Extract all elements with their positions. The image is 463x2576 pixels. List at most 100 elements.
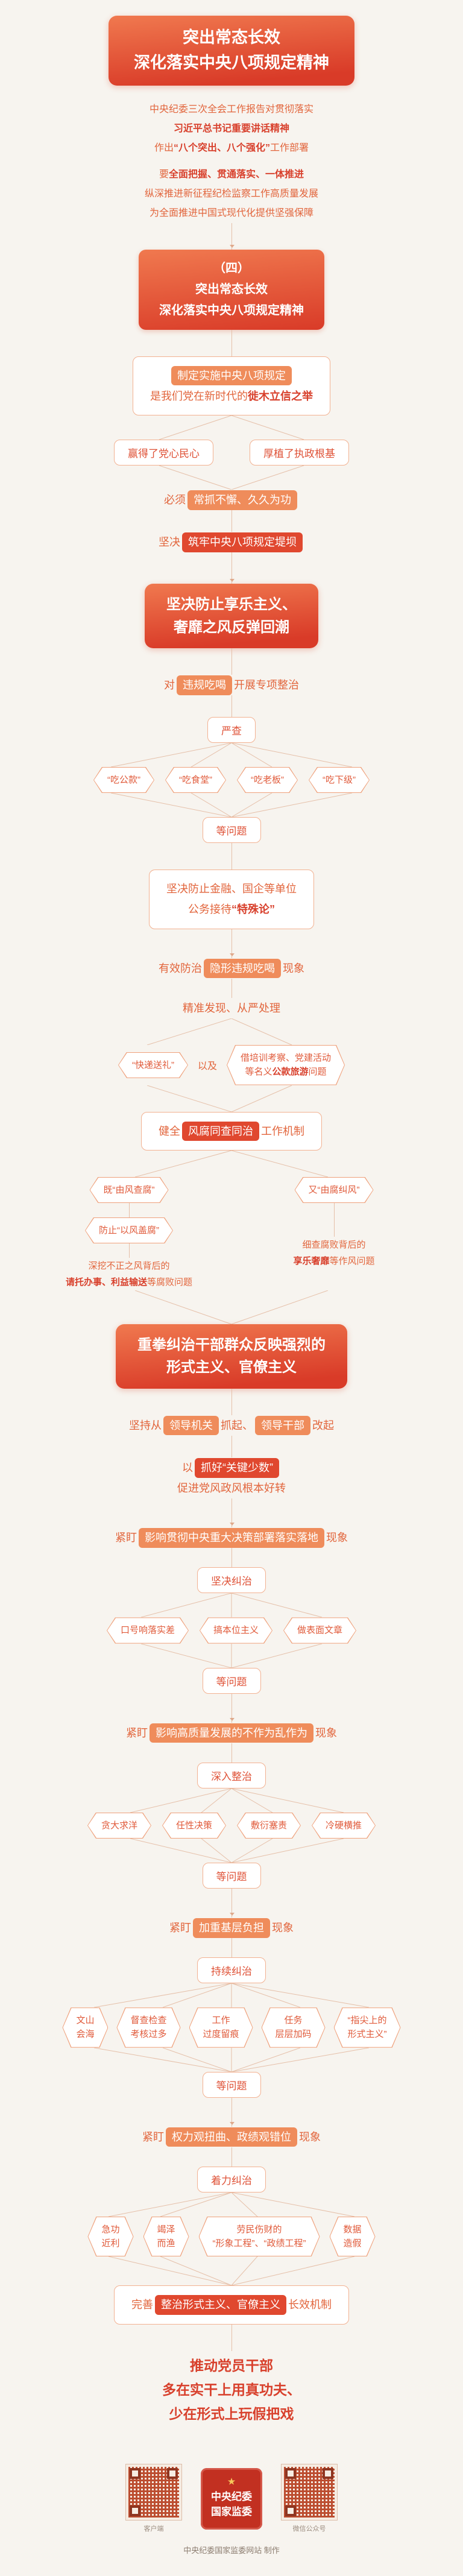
page-title-banner: 突出常态长效 深化落实中央八项规定精神 — [109, 16, 354, 86]
lead-organs-line: 坚持从领导机关抓起、领导干部改起 — [129, 1415, 334, 1436]
qr-code-wechat — [281, 2464, 338, 2521]
highlight-chip: 筑牢中央八项规定堤坝 — [182, 532, 303, 553]
branch-connector — [134, 1290, 329, 1325]
highlight-chip: 风腐同查同治 — [182, 1121, 259, 1141]
etc-problems-box: 等问题 — [202, 817, 261, 844]
line-text: 对 — [164, 678, 175, 691]
section-four-badge: （四） 突出常态长效 深化落实中央八项规定精神 — [139, 249, 324, 330]
hexagon-text: 既“由风查腐” — [90, 1178, 168, 1202]
connector-line — [128, 1202, 130, 1217]
badge-line-2: 深化落实中央八项规定精神 — [159, 303, 304, 317]
line-text: 坚决 — [159, 536, 180, 549]
box-text: 是我们党在新时代的 — [150, 390, 248, 402]
branch-connector — [140, 1643, 323, 1668]
star-icon: ★ — [227, 2477, 236, 2487]
etc-problems-box: 等问题 — [202, 1863, 261, 1889]
hexagon-text: 冷硬横推 — [312, 1813, 375, 1838]
qr-left-label: 客户端 — [143, 2525, 164, 2533]
box-text: 深入整治 — [211, 1770, 252, 1782]
line-text: 现象 — [283, 962, 304, 974]
watch4-line: 紧盯权力观扭曲、政绩观错位现象 — [142, 2127, 321, 2147]
intro-text: 工作部署 — [270, 142, 309, 153]
problem-hexagon: 任务层层加码 — [262, 2007, 326, 2048]
hexagon-text: “吃老板” — [238, 768, 297, 792]
box-text: 坚决纠治 — [211, 1576, 252, 1588]
precise-handling-line: 精准发现、从严处理 — [183, 998, 280, 1018]
badge-number: （四） — [213, 261, 250, 275]
hexagon-text: 贪大求洋 — [88, 1813, 151, 1838]
action1-box: 坚决纠治 — [197, 1567, 266, 1594]
intro-paragraph-2: 要全面把握、贯通落实、一体推进 纵深推进新征程纪检监察工作高质量发展 为全面推进… — [145, 165, 318, 223]
part1-banner: 坚决防止享乐主义、 奢靡之风反弹回潮 — [145, 584, 318, 648]
group2-row: 贪大求洋 任性决策 敷衍塞责 冷硬横推 — [87, 1813, 376, 1839]
action2-box: 深入整治 — [197, 1762, 266, 1788]
branch-left-text: 深挖不正之风背后的 请托办事、利益输送等腐败问题 — [65, 1261, 193, 1288]
branch-connector — [93, 2047, 370, 2072]
box-text: 等问题 — [216, 1676, 247, 1688]
box-text: 健全 — [159, 1125, 180, 1137]
branch-connector — [130, 1839, 344, 1863]
conclusion-text: 推动党员干部 多在实干上用真功夫、 少在形式上玩假把戏 — [162, 2357, 301, 2422]
wind-corruption-branches: 既“由风查腐” 防止“以风盖腐” 深挖不正之风背后的 请托办事、利益输送等腐败问… — [33, 1177, 430, 1291]
hexagon-text: 任性决策 — [163, 1813, 225, 1838]
box-text: 等问题 — [216, 826, 247, 838]
action4-box: 着力纠治 — [197, 2166, 266, 2192]
problem-hexagon: 劳民伤财的“形象工程”、“政绩工程” — [199, 2217, 320, 2257]
branch-right: 又“由腐纠风” 细查腐败背后的 享乐奢靡等作风问题 — [238, 1177, 430, 1269]
hexagon-text: 竭泽而渔 — [144, 2217, 189, 2256]
problem-hexagon: 借培训考察、党建活动 等名义公款旅游问题 — [227, 1045, 345, 1085]
problem-hexagon: 任性决策 — [162, 1813, 226, 1839]
watch3-line: 紧盯加重基层负担现象 — [169, 1918, 294, 1938]
line-text: 有效防治 — [159, 962, 202, 974]
problem-hexagon: 防止“以风盖腐” — [85, 1217, 173, 1243]
watch2-line: 紧盯影响高质量发展的不作为乱作为现象 — [126, 1723, 337, 1743]
hexagon-text: 任务层层加码 — [262, 2008, 325, 2047]
box-text: 严查 — [221, 725, 242, 737]
highlight-chip: 隐形违规吃喝 — [204, 958, 281, 979]
highlight-chip: 加重基层负担 — [193, 1918, 270, 1938]
problem-hexagon: 既“由风查腐” — [90, 1177, 169, 1203]
hexagon-text: 搞本位主义 — [200, 1618, 272, 1643]
branch-connector — [146, 1085, 292, 1112]
hexagon-text: 工作过度留痕 — [190, 2008, 253, 2047]
branch-connector — [108, 2256, 355, 2286]
intro-emphasis: “八个突出、八个强化” — [173, 142, 270, 153]
box-text: 厚植了执政根基 — [263, 448, 335, 460]
gain-box-governing-base: 厚植了执政根基 — [250, 440, 349, 466]
highlight-chip: 违规吃喝 — [177, 675, 232, 695]
line-text: 必须 — [164, 494, 186, 507]
box-text: 工作机制 — [261, 1125, 304, 1137]
intro-emphasis: 习近平总书记重要讲话精神 — [173, 123, 289, 134]
hexagon-text: 督查检查考核过多 — [117, 2008, 180, 2047]
line-text: 改起 — [312, 1419, 334, 1432]
hexagon-text: 文山会海 — [63, 2008, 107, 2047]
highlight-chip: 领导干部 — [255, 1415, 310, 1436]
strict-check-box: 严查 — [207, 717, 256, 743]
intro-text: 中央纪委三次全会工作报告对贯彻落实 — [149, 104, 313, 115]
highlight-chip: 影响贯彻中央重大决策部署落实落地 — [139, 1528, 324, 1548]
finance-reception-box: 坚决防止金融、国企等单位 公务接待“特殊论” — [149, 870, 314, 929]
highlight-chip: 权力观扭曲、政绩观错位 — [166, 2127, 297, 2147]
etc-problems-box: 等问题 — [202, 2071, 261, 2098]
footer: 客户端 ★ 中央纪委 国家监委 微信公众号 — [125, 2464, 338, 2533]
problem-hexagon: 贪大求洋 — [87, 1813, 151, 1839]
part2-banner: 重拳纠治干部群众反映强烈的 形式主义、官僚主义 — [116, 1324, 347, 1389]
line-text: 紧盯 — [126, 1726, 148, 1739]
line-text: 坚持从 — [129, 1419, 162, 1432]
line-text: 紧盯 — [169, 1922, 191, 1934]
line-text: 促进党风政风根本好转 — [177, 1482, 286, 1494]
persist-line: 必须常抓不懈、久久为功 — [164, 490, 299, 510]
watch1-line: 紧盯影响贯彻中央重大决策部署落实落地现象 — [115, 1527, 348, 1548]
problem-hexagon: “指尖上的形式主义” — [334, 2007, 401, 2048]
credit-text: 中央纪委国家监委网站 制作 — [183, 2546, 280, 2555]
eating-campaign-line: 对违规吃喝开展专项整治 — [164, 675, 299, 695]
branch-connector — [108, 2192, 355, 2217]
group1-row: 口号响落实差 搞本位主义 做表面文章 — [107, 1617, 356, 1643]
problem-hexagon: 搞本位主义 — [200, 1617, 272, 1643]
problem-hexagon: “吃公款” — [93, 767, 154, 793]
problem-hexagon: “吃食堂” — [165, 767, 226, 793]
eight-provisions-box: 制定实施中央八项规定 是我们党在新时代的徙木立信之举 — [133, 356, 330, 416]
intro-text: 作出 — [154, 142, 174, 153]
box-text: 完善 — [131, 2299, 153, 2311]
connector-line — [128, 1243, 130, 1258]
